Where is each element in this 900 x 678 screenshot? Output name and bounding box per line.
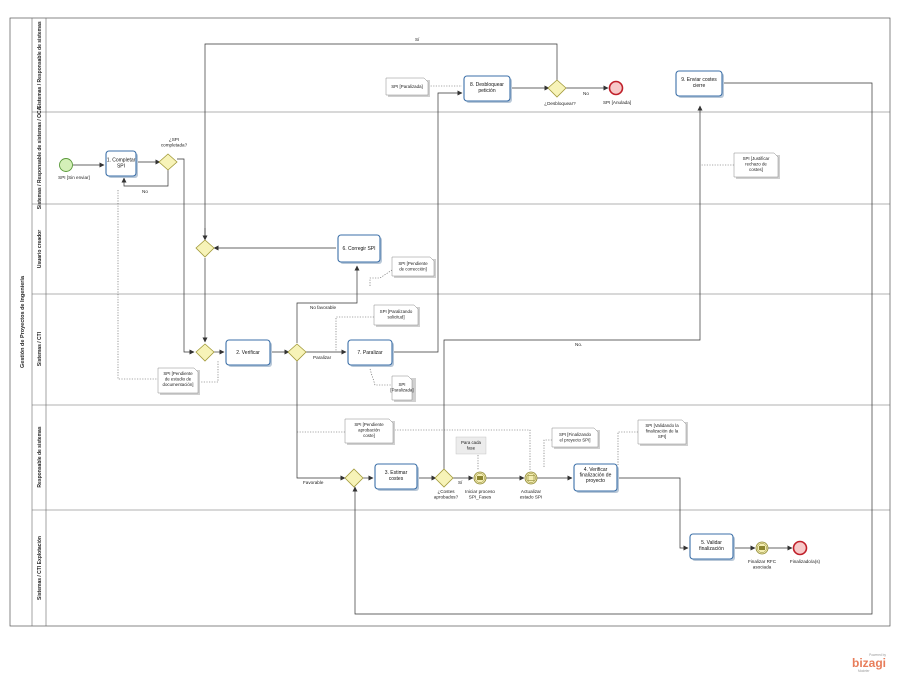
lane-title: Usuario creador bbox=[37, 230, 43, 268]
flow-label: Favorable bbox=[303, 480, 324, 485]
artifact-spi-paralizada-cti: SPI[Paralizada] bbox=[390, 375, 416, 402]
flow-label: No bbox=[583, 91, 589, 96]
end-event-label: SPI [Anulada] bbox=[603, 100, 631, 105]
start-event-label: SPI [Sin enviar] bbox=[58, 175, 90, 180]
sequence-flows bbox=[73, 43, 873, 615]
task-paralizar[interactable]: 7. Paralizar bbox=[347, 339, 394, 367]
flow-label: No bbox=[142, 189, 148, 194]
end-event-finalizado[interactable] bbox=[792, 540, 808, 556]
flow-label: No favorable bbox=[310, 305, 336, 310]
lane-title: Sistemas / Responsable de sistemas bbox=[37, 21, 43, 108]
bizagi-logo: Powered by bizagi Modeler bbox=[852, 653, 886, 673]
gateway-label: ¿Desbloquear? bbox=[544, 101, 576, 106]
lane-title: Responsable de sistemas bbox=[37, 426, 43, 487]
gateway-merge-verificar[interactable] bbox=[195, 343, 215, 362]
svg-text:7. Paralizar: 7. Paralizar bbox=[357, 350, 383, 356]
pool-title: Gestión de Proyectos de Ingeniería bbox=[20, 275, 26, 368]
end-event-label: Finalizado/a(s) bbox=[790, 559, 821, 564]
event-actualizar-estado[interactable] bbox=[524, 471, 538, 485]
artifact-spi-paralizada-top: SPI [Paralizada] bbox=[385, 77, 430, 97]
flow-label: Sí bbox=[415, 37, 420, 42]
event-iniciar-proceso[interactable] bbox=[473, 471, 487, 485]
pool bbox=[9, 17, 891, 627]
envelope-icon bbox=[759, 546, 765, 550]
svg-text:SPI [Paralizada]: SPI [Paralizada] bbox=[391, 84, 422, 89]
gateway-desbloquear[interactable] bbox=[547, 79, 567, 98]
event-finalizar-rfc[interactable] bbox=[755, 541, 769, 555]
svg-text:bizagi: bizagi bbox=[852, 656, 886, 670]
document-icon bbox=[527, 475, 535, 481]
svg-text:SPI[Paralizada]: SPI[Paralizada] bbox=[390, 382, 413, 393]
task-verificar[interactable]: 2. Verificar bbox=[225, 339, 272, 367]
lane-title: Sistemas / CTI bbox=[37, 331, 43, 366]
gateway-merge-estimar[interactable] bbox=[344, 468, 364, 488]
flow-label: No. bbox=[575, 342, 582, 347]
flow-label: Paralizar bbox=[313, 355, 332, 360]
gateway-spi-completada[interactable] bbox=[158, 153, 178, 171]
end-event-anulada[interactable] bbox=[608, 80, 624, 96]
svg-text:2. Verificar: 2. Verificar bbox=[236, 350, 260, 356]
lane-title: Sistemas / CTI Explotación bbox=[37, 536, 43, 600]
envelope-icon bbox=[477, 476, 483, 480]
flow-label: Sí bbox=[458, 480, 463, 485]
gateway-costes-aprobados[interactable] bbox=[434, 468, 454, 488]
gateway-usuario-creador[interactable] bbox=[195, 239, 215, 258]
start-event[interactable] bbox=[59, 158, 73, 172]
lane-title: Sistemas / Responsable de sistemas / OCA bbox=[37, 106, 43, 209]
gateway-resultado-verificar[interactable] bbox=[287, 343, 307, 362]
svg-text:Modeler: Modeler bbox=[858, 669, 870, 673]
associations bbox=[117, 85, 734, 470]
svg-text:6. Corregir SPI: 6. Corregir SPI bbox=[342, 246, 375, 252]
task-corregir-spi[interactable]: 6. Corregir SPI bbox=[337, 234, 382, 264]
svg-text:Powered by: Powered by bbox=[869, 653, 886, 657]
